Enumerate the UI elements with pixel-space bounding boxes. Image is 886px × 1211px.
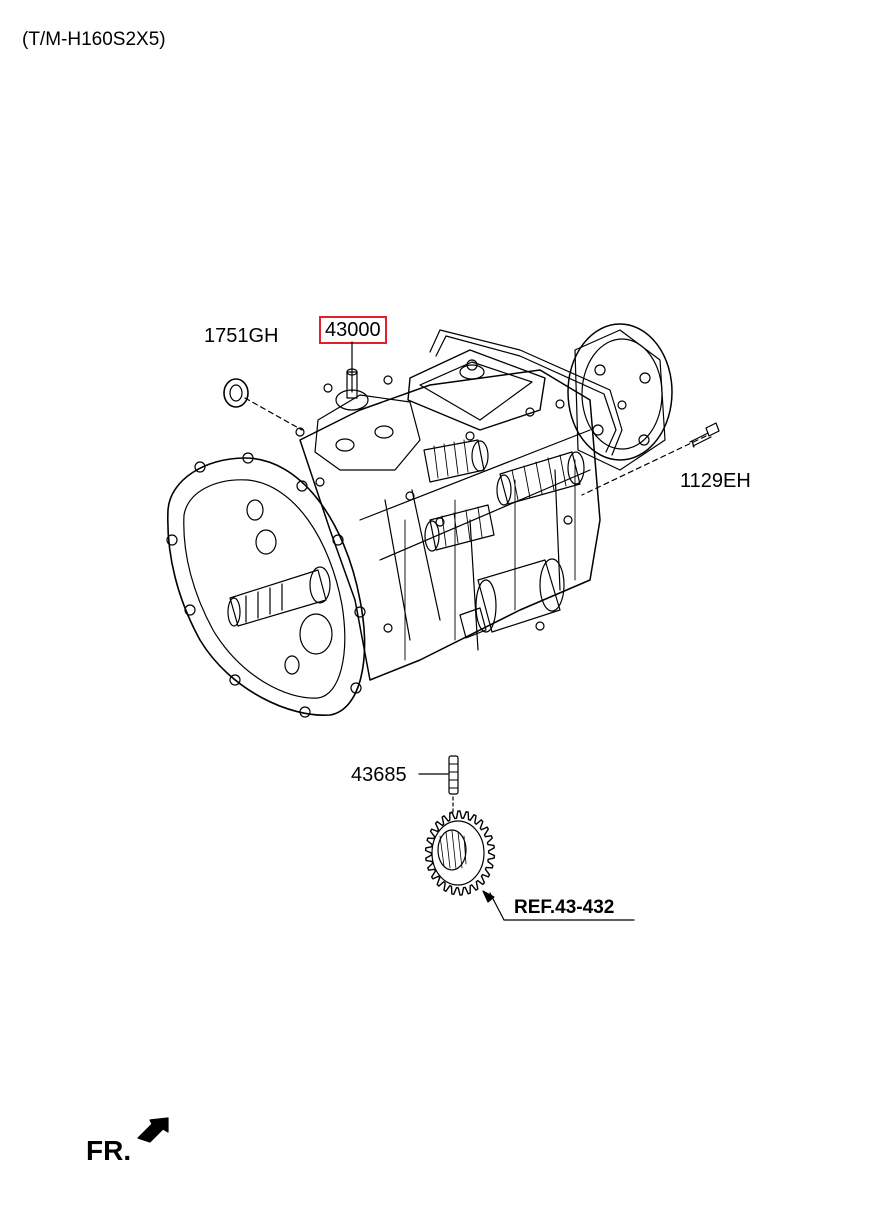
diagram-model-code: (T/M-H160S2X5) bbox=[22, 29, 166, 50]
front-direction-label: FR. bbox=[86, 1135, 132, 1166]
callout-gasket[interactable]: 1751GH bbox=[204, 325, 279, 347]
gear[interactable] bbox=[426, 811, 495, 895]
gasket-ring[interactable] bbox=[224, 379, 248, 407]
lower-actuator bbox=[460, 559, 564, 638]
callout-transmission-assy[interactable]: 43000 bbox=[319, 316, 387, 344]
shift-cylinder-lower bbox=[425, 505, 494, 551]
spring-pin[interactable] bbox=[449, 756, 458, 794]
callout-spring-pin[interactable]: 43685 bbox=[351, 764, 407, 786]
front-arrow-icon bbox=[138, 1118, 168, 1142]
shift-cylinder-middle bbox=[497, 452, 584, 505]
leader-lines bbox=[245, 342, 706, 920]
callout-bolt[interactable]: 1129EH bbox=[680, 470, 751, 492]
bolt[interactable] bbox=[690, 423, 719, 447]
shift-cylinder-upper bbox=[424, 440, 488, 482]
callout-gear-reference[interactable]: REF.43-432 bbox=[514, 897, 615, 918]
transmission-assembly[interactable] bbox=[167, 324, 672, 717]
